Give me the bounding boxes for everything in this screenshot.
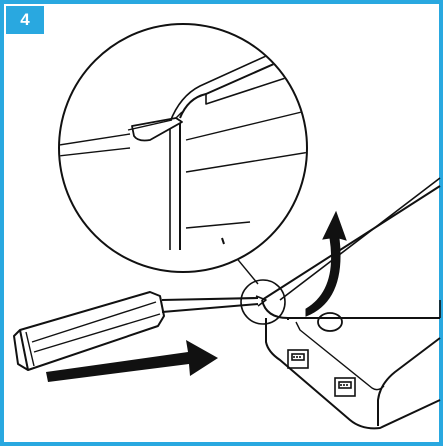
device-housing-icon bbox=[261, 177, 441, 430]
contact-point-circle bbox=[240, 279, 286, 325]
magnifier-circle-icon bbox=[58, 23, 308, 273]
step-number-badge: 4 bbox=[6, 6, 44, 34]
push-arrow-icon bbox=[46, 340, 218, 382]
lift-arrow-icon bbox=[305, 210, 347, 317]
screwdriver-icon bbox=[13, 291, 267, 371]
connector-port-icon bbox=[287, 349, 356, 397]
